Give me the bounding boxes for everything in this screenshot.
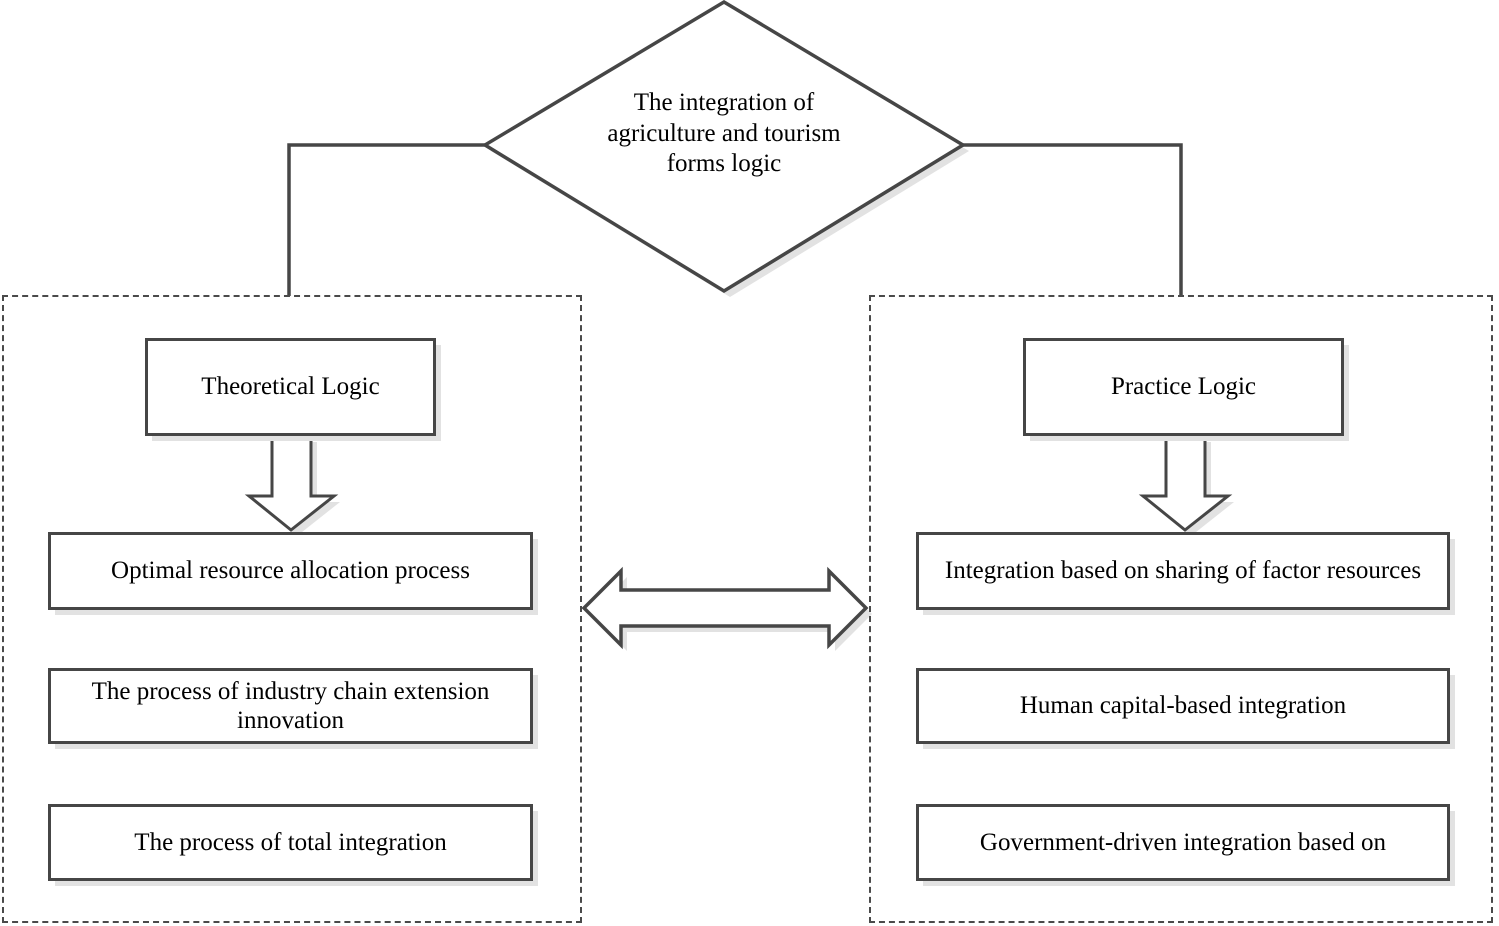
center-bidirectional-arrow-shadow bbox=[590, 577, 872, 651]
node-practice-logic-label: Practice Logic bbox=[1110, 373, 1257, 401]
node-practice-logic[interactable]: Practice Logic bbox=[1023, 338, 1344, 436]
node-human-capital-integration[interactable]: Human capital-based integration bbox=[916, 668, 1450, 744]
node-industry-chain-extension[interactable]: The process of industry chain extension … bbox=[48, 668, 533, 744]
center-bidirectional-arrow bbox=[581, 566, 869, 650]
node-government-driven-integration-label: Government-driven integration based on bbox=[979, 828, 1387, 856]
node-total-integration-label: The process of total integration bbox=[134, 828, 447, 856]
root-diamond-label: The integration of agriculture and touri… bbox=[607, 89, 841, 177]
panel-theoretical-logic bbox=[2, 295, 582, 923]
node-total-integration[interactable]: The process of total integration bbox=[48, 804, 533, 881]
node-industry-chain-extension-label: The process of industry chain extension … bbox=[91, 677, 490, 735]
node-optimal-resource-allocation-label: Optimal resource allocation process bbox=[111, 557, 470, 585]
node-integration-factor-resources-label: Integration based on sharing of factor r… bbox=[944, 557, 1422, 585]
node-theoretical-logic-label: Theoretical Logic bbox=[201, 373, 380, 401]
node-government-driven-integration[interactable]: Government-driven integration based on bbox=[916, 804, 1450, 881]
node-integration-factor-resources[interactable]: Integration based on sharing of factor r… bbox=[916, 532, 1450, 610]
connector-left-branch bbox=[287, 143, 485, 296]
node-theoretical-logic[interactable]: Theoretical Logic bbox=[145, 338, 436, 436]
node-optimal-resource-allocation[interactable]: Optimal resource allocation process bbox=[48, 532, 533, 610]
node-human-capital-integration-label: Human capital-based integration bbox=[1019, 692, 1347, 720]
connector-right-branch bbox=[963, 143, 1183, 296]
